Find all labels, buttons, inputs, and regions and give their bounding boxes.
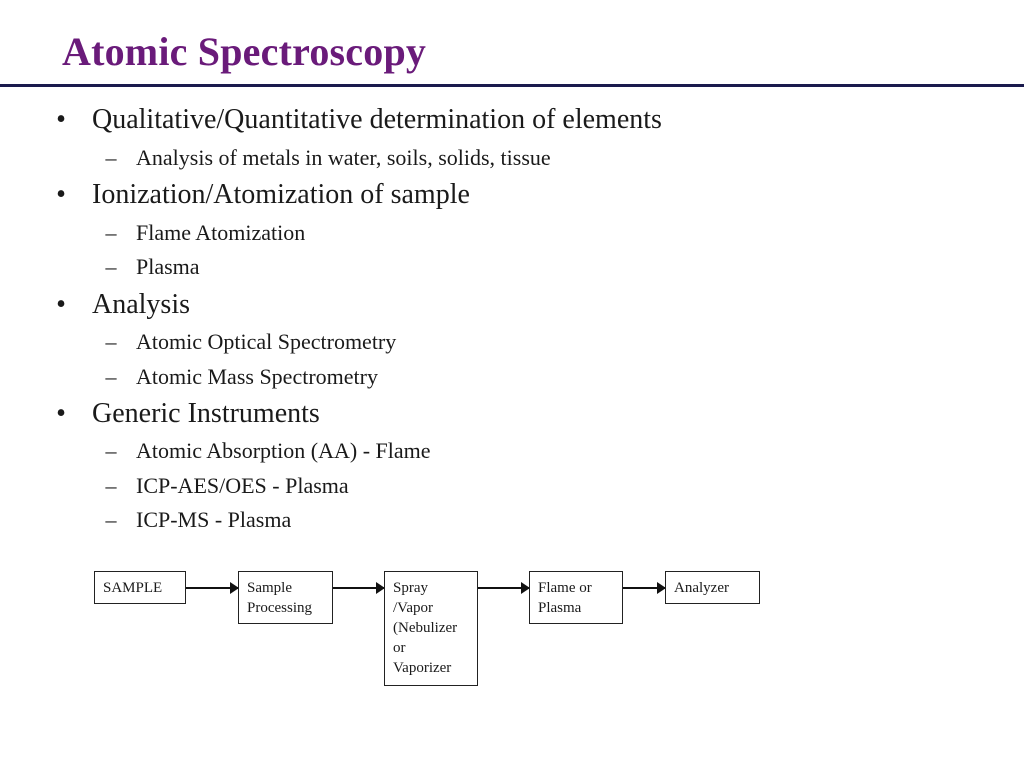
sub-bullet-label: Atomic Mass Spectrometry (136, 364, 378, 389)
bullet-list: • Qualitative/Quantitative determination… (0, 104, 662, 533)
sub-bullet-label: Flame Atomization (136, 220, 306, 245)
flow-arrow (186, 582, 239, 594)
flow-box-sample-processing: Sample Processing (238, 571, 333, 624)
flow-arrow (623, 582, 666, 594)
sub-bullet-item: – Flame Atomization (0, 220, 306, 246)
bullet-item: • Generic Instruments (0, 398, 320, 430)
sub-bullet-label: Atomic Absorption (AA) - Flame (136, 438, 431, 463)
flow-box-text: (Nebulizer (393, 620, 458, 636)
flow-box-text: or (393, 640, 406, 656)
sub-bullet-marker: – (105, 364, 117, 389)
flow-box-text: Spray (393, 580, 428, 596)
flow-box-text: SAMPLE (103, 580, 163, 596)
flow-arrow (478, 582, 530, 594)
bullet-label: Qualitative/Quantitative determination o… (92, 104, 662, 135)
flow-box-text: Processing (247, 600, 312, 616)
sub-bullet-label: Atomic Optical Spectrometry (136, 329, 397, 354)
slide-title: Atomic Spectroscopy (62, 29, 427, 74)
flow-box-text: Plasma (538, 600, 582, 616)
bullet-marker: • (56, 179, 66, 210)
bullet-marker: • (56, 104, 66, 135)
sub-bullet-item: – ICP-MS - Plasma (0, 507, 292, 533)
flow-box-text: /Vapor (393, 600, 433, 616)
sub-bullet-marker: – (105, 145, 117, 170)
flow-box-text: Flame or (538, 580, 592, 596)
bullet-label: Generic Instruments (92, 398, 320, 429)
title-divider (0, 84, 1024, 87)
flow-box-text: Vaporizer (393, 660, 452, 676)
bullet-marker: • (56, 398, 66, 429)
bullet-label: Analysis (92, 289, 190, 320)
sub-bullet-marker: – (105, 220, 117, 245)
bullet-item: • Analysis (0, 289, 190, 321)
flow-box-sample: SAMPLE (94, 571, 186, 604)
sub-bullet-item: – ICP-AES/OES - Plasma (0, 473, 349, 499)
flow-box-spray-vapor: Spray /Vapor (Nebulizer or Vaporizer (384, 571, 478, 686)
bullet-marker: • (56, 289, 66, 320)
sub-bullet-item: – Atomic Optical Spectrometry (0, 329, 397, 355)
sub-bullet-marker: – (105, 329, 117, 354)
sub-bullet-marker: – (105, 254, 117, 279)
flow-box-analyzer: Analyzer (665, 571, 760, 604)
bullet-item: • Ionization/Atomization of sample (0, 179, 470, 211)
sub-bullet-marker: – (105, 507, 117, 532)
flow-box-text: Sample (247, 580, 292, 596)
sub-bullet-item: – Analysis of metals in water, soils, so… (0, 145, 551, 171)
sub-bullet-item: – Atomic Mass Spectrometry (0, 364, 378, 390)
flow-box-flame-plasma: Flame or Plasma (529, 571, 623, 624)
sub-bullet-label: ICP-MS - Plasma (136, 507, 292, 532)
sub-bullet-marker: – (105, 473, 117, 498)
sub-bullet-label: Analysis of metals in water, soils, soli… (136, 145, 551, 170)
bullet-label: Ionization/Atomization of sample (92, 179, 470, 210)
sub-bullet-marker: – (105, 438, 117, 463)
flow-box-text: Analyzer (674, 580, 729, 596)
sub-bullet-item: – Atomic Absorption (AA) - Flame (0, 438, 431, 464)
bullet-item: • Qualitative/Quantitative determination… (0, 104, 662, 136)
flow-arrow (333, 582, 385, 594)
sub-bullet-item: – Plasma (0, 254, 200, 280)
sub-bullet-label: Plasma (136, 254, 200, 279)
sub-bullet-label: ICP-AES/OES - Plasma (136, 473, 349, 498)
